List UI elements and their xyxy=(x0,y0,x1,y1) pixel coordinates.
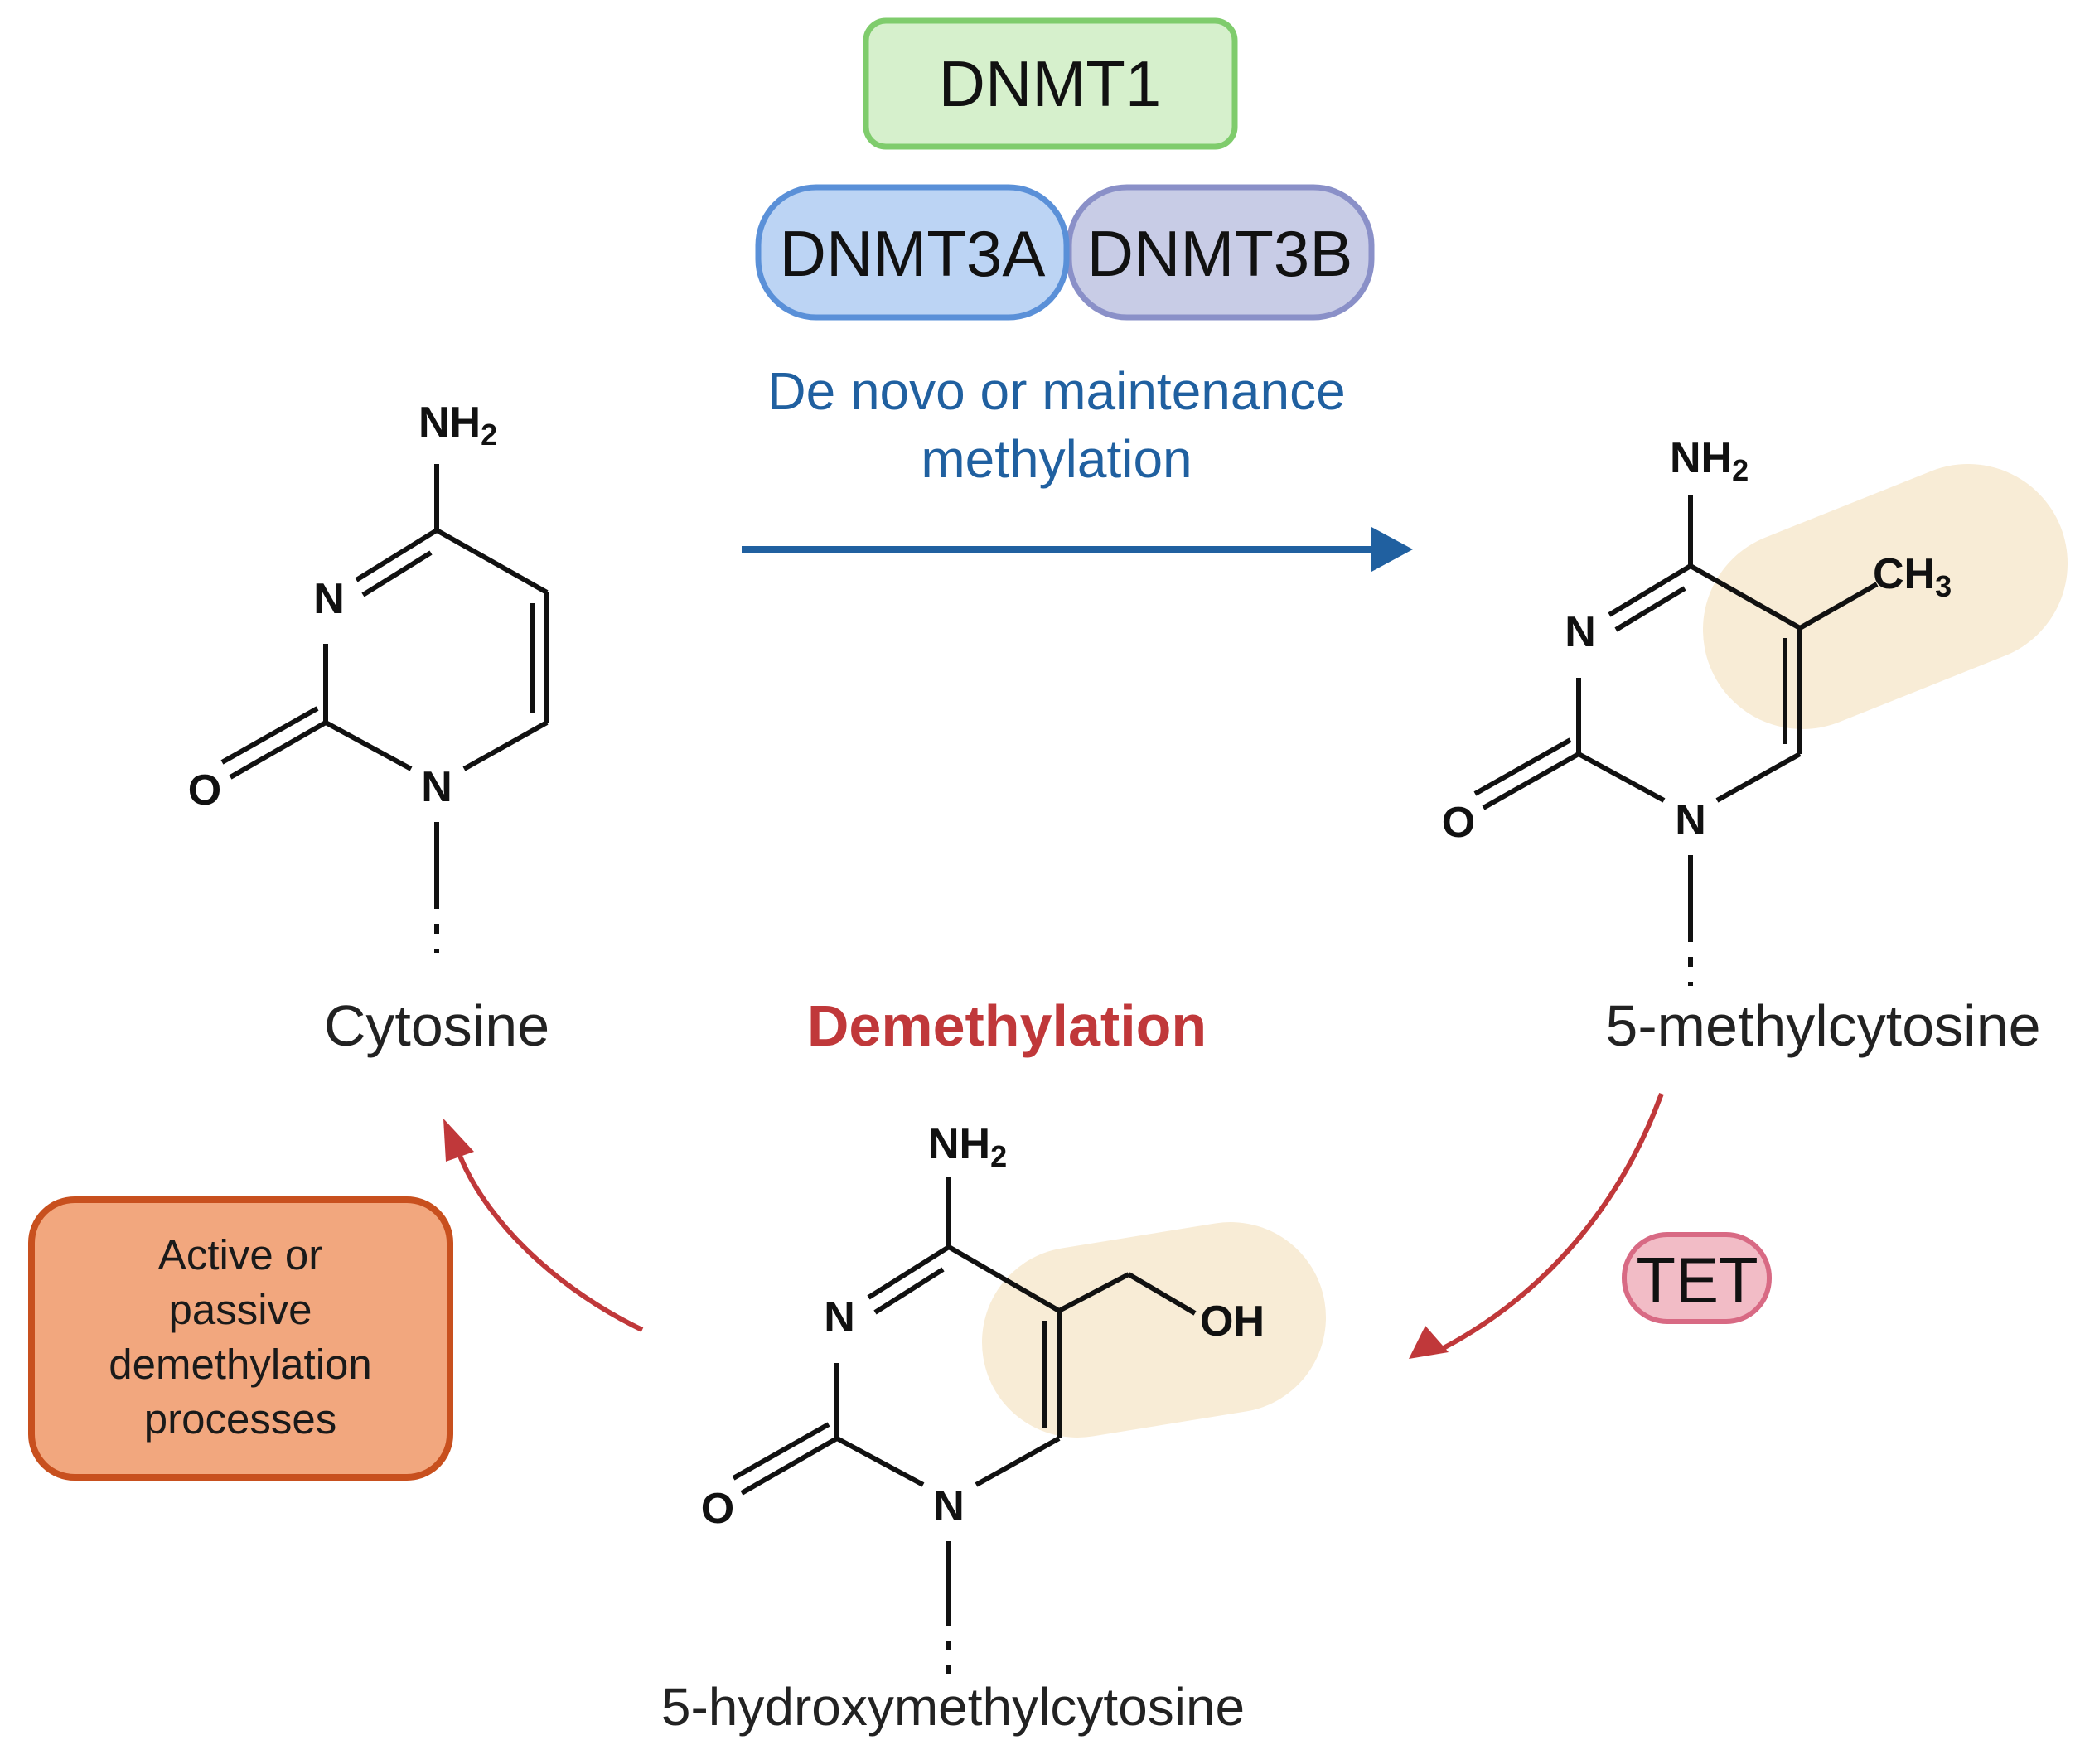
hydroxymethyl-highlight xyxy=(982,1222,1326,1438)
bond xyxy=(732,1422,830,1481)
ring-nitrogen: N xyxy=(1675,796,1706,844)
bond xyxy=(355,528,438,582)
tet-box xyxy=(1622,1232,1772,1324)
processes-line: passive xyxy=(169,1286,312,1333)
bond xyxy=(867,1244,951,1300)
dnmt1-label: DNMT1 xyxy=(939,47,1162,120)
bond xyxy=(1057,1272,1130,1313)
bond xyxy=(835,1436,925,1487)
bond xyxy=(324,720,413,771)
methylation-label-line2: methylation xyxy=(921,429,1192,489)
ring-nitrogen: N xyxy=(421,763,452,811)
bond xyxy=(435,528,549,595)
bond xyxy=(1715,752,1802,803)
dnmt1-box xyxy=(863,17,1238,150)
methylcytosine-label: 5-methylcytosine xyxy=(1605,993,2040,1058)
amine-group: NH2 xyxy=(928,1120,1007,1173)
ring-nitrogen: N xyxy=(824,1293,855,1341)
amine-group: NH2 xyxy=(1670,434,1749,487)
bond xyxy=(1473,737,1572,796)
dnmt3a-box xyxy=(755,184,1070,321)
bond xyxy=(1798,582,1879,631)
bond xyxy=(1482,752,1580,810)
cytosine-structure: NH2 N N O xyxy=(188,399,549,953)
bond xyxy=(361,550,433,597)
processes-line: Active or xyxy=(158,1231,322,1278)
demethylation-arrow-head xyxy=(443,1119,474,1162)
methyl-highlight xyxy=(1703,464,2068,729)
demethylation-arrow-shaft xyxy=(457,1154,644,1332)
demethylation-processes-box: Active or passive demethylation processe… xyxy=(28,1196,453,1481)
ring-nitrogen: N xyxy=(1565,608,1596,656)
dnmt3a-label: DNMT3A xyxy=(780,217,1046,290)
methylation-label-line1: De novo or maintenance xyxy=(767,361,1345,421)
ring-nitrogen: N xyxy=(313,575,345,623)
bond xyxy=(873,1267,945,1315)
processes-line: processes xyxy=(144,1395,336,1443)
tet-arrow-shaft xyxy=(1440,1092,1664,1351)
methylcytosine-structure: NH2 CH3 N N O xyxy=(1442,434,2068,986)
tet-badge: TET xyxy=(1622,1232,1772,1324)
carbonyl-oxygen: O xyxy=(1442,799,1475,847)
cytosine-label: Cytosine xyxy=(324,993,549,1058)
tet-arrow-head xyxy=(1409,1326,1449,1359)
bond xyxy=(947,1244,1061,1313)
bond xyxy=(740,1436,839,1496)
methylation-arrow-head xyxy=(1371,527,1413,572)
carbonyl-oxygen: O xyxy=(701,1485,734,1533)
bond xyxy=(1689,563,1802,631)
amine-group: NH2 xyxy=(418,399,497,452)
bond xyxy=(1614,586,1686,632)
bond xyxy=(1577,752,1666,803)
hydroxyl-group: OH xyxy=(1200,1298,1265,1346)
dnmt3-badges: DNMT3A DNMT3B xyxy=(755,184,1375,321)
bond xyxy=(220,706,319,765)
dnmt3b-label: DNMT3B xyxy=(1087,217,1353,290)
methyl-group: CH3 xyxy=(1873,550,1952,603)
bond xyxy=(975,1436,1061,1487)
hydroxymethylcytosine-structure: NH2 OH N N O xyxy=(701,1120,1326,1674)
dnmt1-badge: DNMT1 xyxy=(863,17,1238,150)
processes-box xyxy=(28,1196,453,1481)
carbonyl-oxygen: O xyxy=(188,766,221,814)
ring-nitrogen: N xyxy=(933,1482,965,1530)
processes-line: demethylation xyxy=(109,1341,372,1388)
tet-label: TET xyxy=(1636,1244,1758,1317)
demethylation-label: Demethylation xyxy=(807,993,1207,1058)
bond xyxy=(1608,563,1692,617)
bond xyxy=(1127,1272,1197,1316)
bond xyxy=(229,720,327,780)
hydroxymethylcytosine-label: 5-hydroxymethylcytosine xyxy=(661,1677,1245,1737)
bond xyxy=(462,720,549,771)
